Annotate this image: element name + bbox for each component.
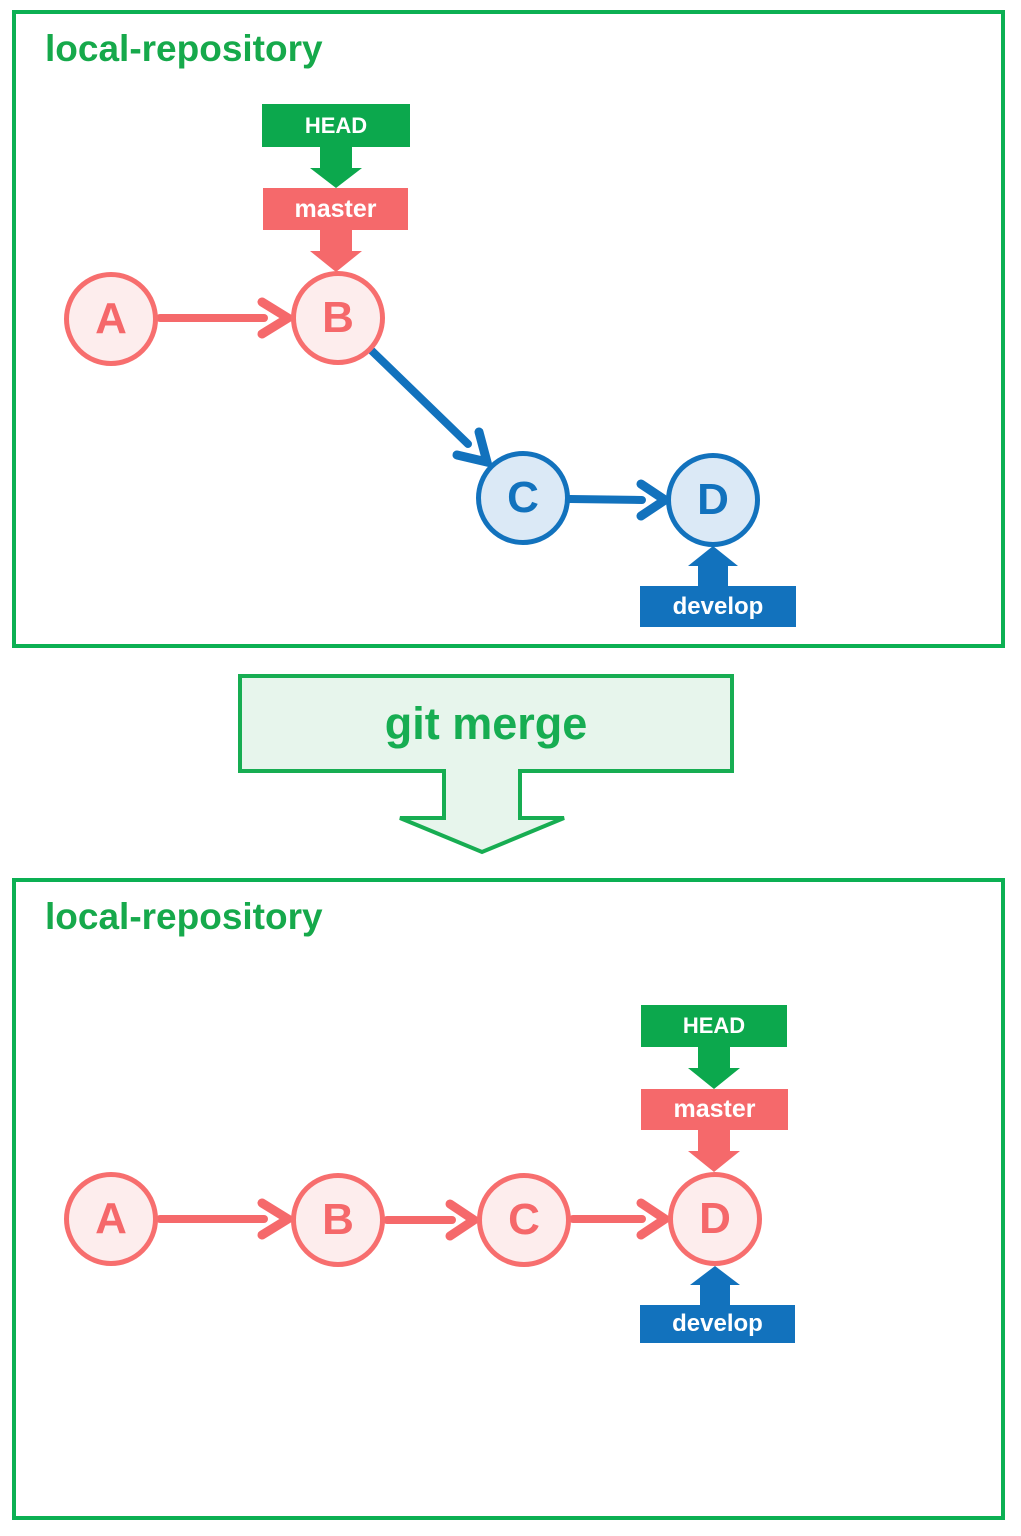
head-ref-label-bottom: HEAD	[641, 1005, 787, 1047]
head-ref-label-top: HEAD	[262, 104, 410, 147]
git-merge-banner-shape	[238, 674, 734, 855]
master-branch-label-top: master	[263, 188, 408, 230]
commit-node-a-top: A	[64, 272, 158, 366]
develop-to-commit-arrow-bottom	[690, 1266, 740, 1305]
git-merge-operation-label: git merge	[384, 698, 588, 749]
edge-c-d-top	[566, 495, 646, 504]
commit-node-d-top: D	[666, 453, 760, 547]
before-panel-title: local-repository	[45, 28, 323, 69]
before-repository-panel	[12, 10, 1005, 648]
head-to-master-arrow-bottom	[688, 1047, 740, 1089]
after-repository-panel	[12, 878, 1005, 1520]
edge-b-c-top	[368, 347, 472, 448]
commit-node-c-top: C	[476, 451, 570, 545]
head-to-master-arrow-top	[310, 147, 362, 188]
after-panel-title: local-repository	[45, 896, 323, 937]
develop-branch-label-bottom: develop	[640, 1305, 795, 1343]
commit-node-b-bottom: B	[291, 1173, 385, 1267]
develop-branch-label-top: develop	[640, 586, 796, 627]
edge-a-b-top-arrowhead	[257, 297, 297, 339]
master-branch-label-bottom: master	[641, 1089, 788, 1130]
commit-node-c-bottom: C	[477, 1173, 571, 1267]
edge-b-c-top-arrowhead	[452, 427, 494, 469]
commit-node-d-bottom: D	[668, 1172, 762, 1266]
master-to-commit-arrow-bottom	[688, 1130, 740, 1172]
develop-to-commit-arrow-top	[688, 546, 738, 586]
edge-c-d-top-arrowhead	[636, 479, 674, 521]
edge-c-d-bottom-arrowhead	[636, 1198, 674, 1240]
master-to-commit-arrow-top	[310, 230, 362, 272]
commit-node-a-bottom: A	[64, 1172, 158, 1266]
edge-a-b-bottom-arrowhead	[257, 1198, 297, 1240]
commit-node-b-top: B	[291, 271, 385, 365]
edge-b-c-bottom-arrowhead	[445, 1199, 483, 1241]
